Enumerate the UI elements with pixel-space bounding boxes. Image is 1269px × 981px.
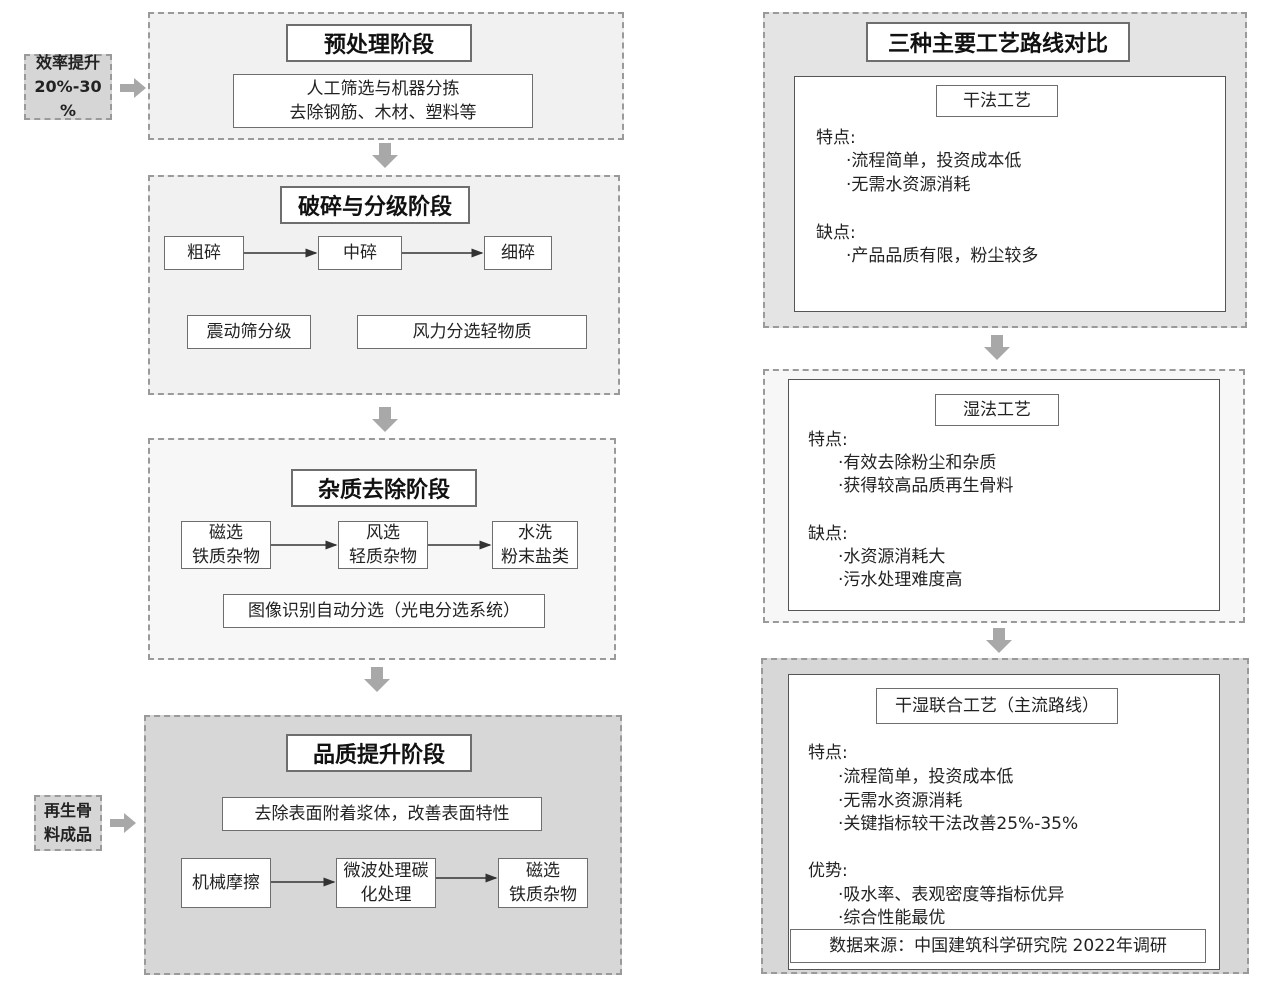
air-select-box: 风选轻质杂物 xyxy=(338,521,428,569)
combined-feat-2: ·无需水资源消耗 xyxy=(838,791,963,811)
dry-feat-2: ·无需水资源消耗 xyxy=(846,175,971,195)
pretreat-line-2: 去除钢筋、木材、塑料等 xyxy=(289,103,477,123)
dry-feat-1: ·流程简单，投资成本低 xyxy=(846,151,1022,171)
wet-feat-label: 特点: xyxy=(808,430,848,450)
magnetic-box: 磁选铁质杂物 xyxy=(181,521,271,569)
product-line-1: 再生骨 xyxy=(43,801,92,820)
coarse-crush-box: 粗碎 xyxy=(164,236,244,270)
surface-remove-box: 去除表面附着浆体，改善表面特性 xyxy=(222,797,542,831)
efficiency-line-1: 效率提升 xyxy=(35,53,100,72)
fine-crush-box: 细碎 xyxy=(484,236,552,270)
vibrate-box: 震动筛分级 xyxy=(187,315,311,349)
water-wash-line-1: 水洗 xyxy=(518,523,552,543)
comparison-title: 三种主要工艺路线对比 xyxy=(866,22,1130,62)
pretreat-title: 预处理阶段 xyxy=(286,24,472,62)
image-recognition-box: 图像识别自动分选（光电分选系统） xyxy=(223,594,545,628)
dry-feat-label: 特点: xyxy=(816,128,856,148)
combined-feat-label: 特点: xyxy=(808,743,848,763)
down-arrow-icon xyxy=(986,628,1012,653)
water-wash-box: 水洗粉末盐类 xyxy=(492,521,578,569)
microwave-box: 微波处理碳化处理 xyxy=(336,858,436,908)
down-arrow-icon xyxy=(372,407,398,432)
combined-adv-1: ·吸水率、表观密度等指标优异 xyxy=(838,885,1065,905)
air-select-line-1: 风选 xyxy=(366,523,400,543)
wet-cons-1: ·水资源消耗大 xyxy=(838,547,946,567)
magnetic-box-2: 磁选铁质杂物 xyxy=(498,858,588,908)
magnetic-line-1: 磁选 xyxy=(209,523,243,543)
right-arrow-icon xyxy=(110,813,136,833)
pretreat-box: 人工筛选与机器分拣 去除钢筋、木材、塑料等 xyxy=(233,74,533,128)
data-source: 数据来源：中国建筑科学研究院 2022年调研 xyxy=(790,929,1206,963)
down-arrow-icon xyxy=(372,143,398,168)
dry-cons-1: ·产品品质有限，粉尘较多 xyxy=(846,246,1039,266)
water-wash-line-2: 粉末盐类 xyxy=(501,547,569,567)
product-line-2: 料成品 xyxy=(43,825,92,844)
product-badge: 再生骨 料成品 xyxy=(34,795,102,851)
air-select-line-2: 轻质杂物 xyxy=(349,547,417,567)
efficiency-line-2: 20%-30 xyxy=(34,77,102,96)
combined-adv-label: 优势: xyxy=(808,861,848,881)
quality-title: 品质提升阶段 xyxy=(286,734,472,772)
combined-feat-1: ·流程简单，投资成本低 xyxy=(838,767,1014,787)
mechanical-friction-box: 机械摩擦 xyxy=(181,858,271,908)
combined-feat-3: ·关键指标较干法改善25%-35% xyxy=(838,814,1079,834)
wet-cons-label: 缺点: xyxy=(808,524,848,544)
efficiency-badge: 效率提升 20%-30 % xyxy=(24,53,112,120)
wind-box: 风力分选轻物质 xyxy=(357,315,587,349)
down-arrow-icon xyxy=(984,335,1010,360)
magnetic-line-2: 铁质杂物 xyxy=(192,547,260,567)
wet-feat-1: ·有效去除粉尘和杂质 xyxy=(838,453,997,473)
medium-crush-box: 中碎 xyxy=(318,236,402,270)
wet-cons-2: ·污水处理难度高 xyxy=(838,570,963,590)
magnetic2-line-1: 磁选 xyxy=(526,861,560,881)
magnetic2-line-2: 铁质杂物 xyxy=(509,885,577,905)
efficiency-line-3: % xyxy=(59,101,76,120)
microwave-line-1: 微波处理碳 xyxy=(343,861,429,881)
dry-cons-label: 缺点: xyxy=(816,223,856,243)
friction-line-1: 机械摩擦 xyxy=(192,873,260,893)
combined-adv-2: ·综合性能最优 xyxy=(838,908,946,928)
impurity-title: 杂质去除阶段 xyxy=(291,469,477,507)
dry-name: 干法工艺 xyxy=(936,85,1058,117)
down-arrow-icon xyxy=(364,667,390,692)
combined-name: 干湿联合工艺（主流路线） xyxy=(876,688,1118,724)
microwave-line-2: 化处理 xyxy=(360,885,412,905)
right-arrow-icon xyxy=(120,78,146,98)
crush-title: 破碎与分级阶段 xyxy=(280,186,470,224)
wet-name: 湿法工艺 xyxy=(935,394,1059,426)
wet-feat-2: ·获得较高品质再生骨料 xyxy=(838,476,1014,496)
pretreat-line-1: 人工筛选与机器分拣 xyxy=(306,79,460,99)
